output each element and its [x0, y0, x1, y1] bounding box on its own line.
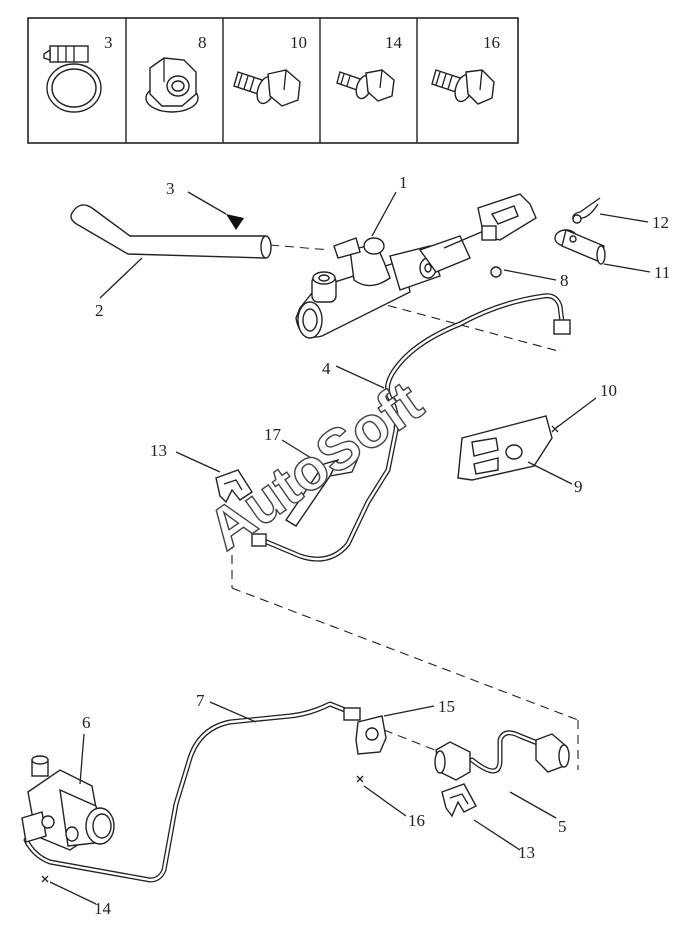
direction-arrow-icon	[226, 214, 244, 230]
callout-11: 11	[654, 263, 670, 282]
callout-labels: 1 2 3 4 5 6 7 8 9 10 11 12 13 13 14 15 1…	[82, 173, 670, 918]
callout-9: 9	[574, 477, 583, 496]
table-num-16: 16	[483, 33, 500, 52]
callout-3: 3	[166, 179, 175, 198]
callout-2: 2	[95, 301, 104, 320]
callout-7: 7	[196, 691, 205, 710]
callout-1: 1	[399, 173, 408, 192]
callout-8: 8	[560, 271, 569, 290]
flange-bolt-icon	[336, 69, 395, 102]
clutch-pipe-upper	[251, 293, 571, 562]
bolt-positions	[41, 425, 559, 883]
hose-bracket	[355, 715, 387, 755]
flange-nut-icon	[145, 57, 199, 113]
assembly-lines	[231, 244, 579, 770]
clutch-pipe-lower	[23, 701, 361, 883]
callout-10: 10	[600, 381, 617, 400]
table-num-3: 3	[104, 33, 113, 52]
callout-15: 15	[438, 697, 455, 716]
table-num-10: 10	[290, 33, 307, 52]
callout-17: 17	[264, 425, 282, 444]
table-num-14: 14	[385, 33, 403, 52]
mounting-bracket	[457, 415, 553, 481]
spring-clip-lower	[441, 783, 477, 818]
clutch-slave-cylinder	[21, 755, 115, 851]
leader-lines	[49, 191, 651, 905]
callout-13-upper: 13	[150, 441, 167, 460]
flexible-hose	[434, 730, 570, 781]
flange-bolt-icon	[233, 69, 301, 107]
callout-6: 6	[82, 713, 91, 732]
reservoir-hose	[70, 204, 272, 259]
callout-13-lower: 13	[518, 843, 535, 862]
retaining-clip	[572, 197, 601, 224]
callout-16: 16	[408, 811, 425, 830]
callout-12: 12	[652, 213, 669, 232]
callout-14: 14	[94, 899, 112, 918]
watermark: AutoSoft	[196, 369, 434, 563]
hose-clamp-icon	[43, 45, 102, 113]
parts-table: 3 8 10 14 16	[27, 17, 519, 144]
callout-4: 4	[322, 359, 331, 378]
spring-clip-upper	[215, 469, 253, 504]
clevis-pin	[554, 229, 606, 265]
nut-small	[490, 266, 502, 278]
pipe-clip	[285, 457, 359, 527]
clutch-master-cylinder	[295, 193, 537, 339]
callout-5: 5	[558, 817, 567, 836]
flange-bolt-icon	[431, 69, 495, 105]
table-num-8: 8	[198, 33, 207, 52]
